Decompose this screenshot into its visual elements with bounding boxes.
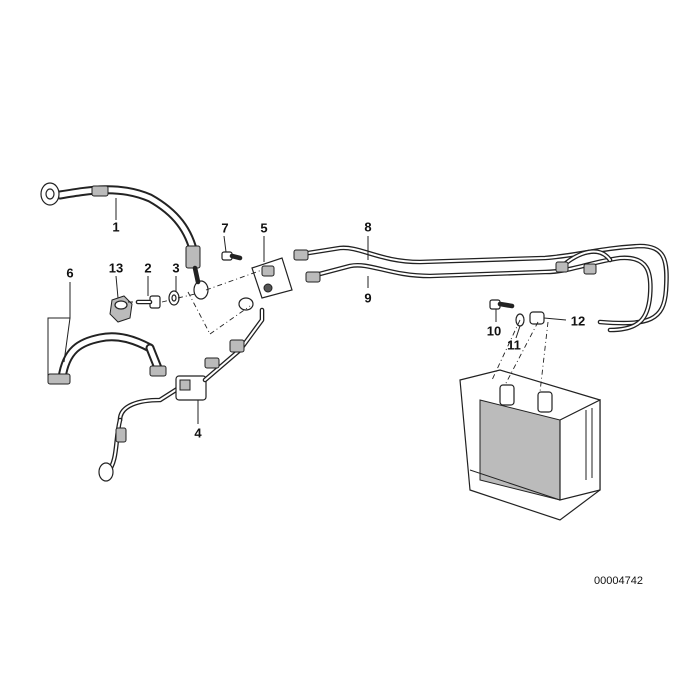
screw-7: [221, 251, 243, 261]
callout-4: 4: [194, 425, 202, 441]
banjo-bolt-2: [135, 295, 161, 309]
clip-12: [529, 311, 545, 325]
seal-ring-3: [168, 290, 180, 306]
bracket-5: [251, 257, 293, 299]
callout-1: 1: [112, 219, 120, 235]
callout-2: 2: [144, 260, 152, 276]
distributor-4: [98, 297, 265, 482]
callout-6: 6: [66, 265, 74, 281]
brake-line-8: [293, 243, 669, 326]
callout-3: 3: [172, 260, 180, 276]
callout-11: 11: [507, 337, 521, 353]
callout-9: 9: [364, 290, 372, 306]
document-id: 00004742: [594, 575, 643, 587]
assembly-lines: [128, 269, 549, 393]
bolt-10: [489, 299, 515, 310]
brake-hose-6: [47, 332, 167, 385]
brake-hose-upper: [40, 182, 209, 300]
callout-8: 8: [364, 219, 372, 235]
callout-7: 7: [221, 220, 229, 236]
abs-modulator: [459, 369, 601, 521]
callout-5: 5: [260, 220, 268, 236]
brake-line-9: [305, 255, 653, 333]
callout-10: 10: [486, 323, 502, 339]
callout-12: 12: [570, 313, 586, 329]
callout-13: 13: [108, 260, 124, 276]
brake-line-end-fittings: [555, 249, 613, 275]
cap-nut-13: [109, 295, 133, 323]
leader-lines: [47, 198, 567, 424]
